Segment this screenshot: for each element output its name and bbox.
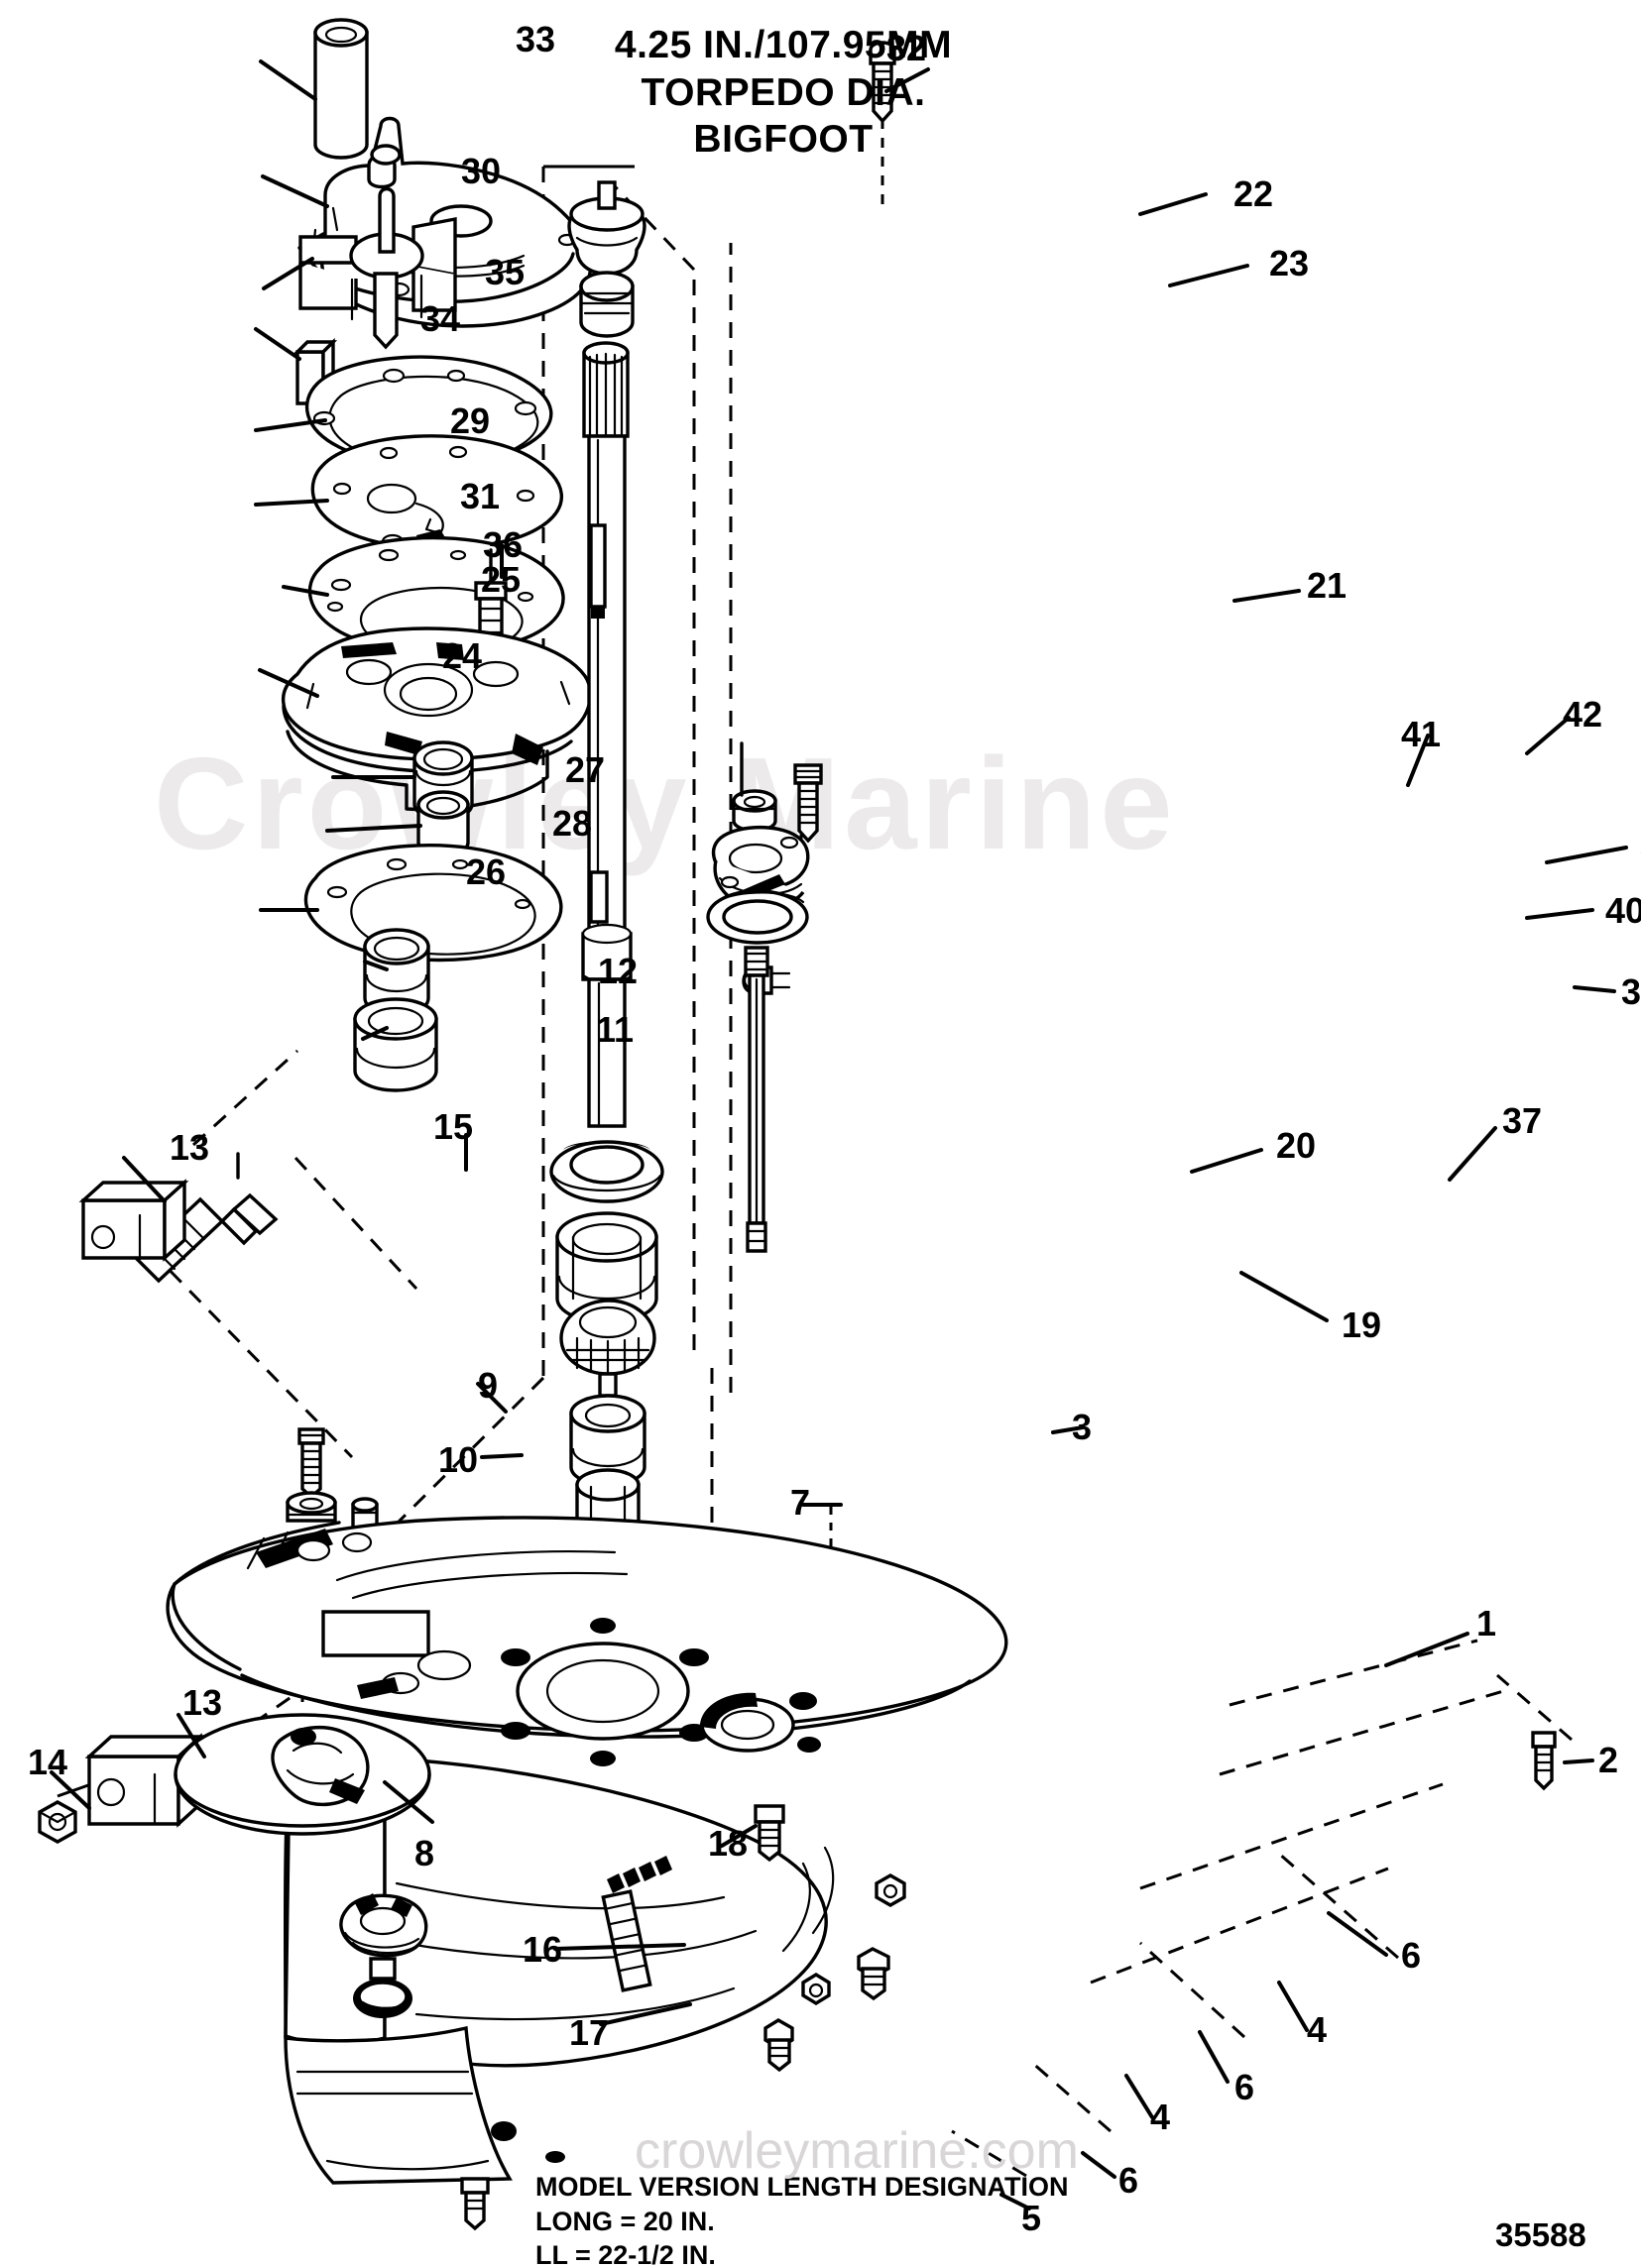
callout-tapered-bearing: 20 xyxy=(1276,1125,1317,1166)
part-22-bearing xyxy=(567,180,646,276)
part-4-screw-b xyxy=(763,2018,794,2073)
part-2-screw xyxy=(1531,1731,1557,1791)
callout-bushing: 28 xyxy=(552,803,593,844)
part-1-gear-housing xyxy=(166,1516,1008,2185)
callout-dowel-pin: 7 xyxy=(790,1482,811,1523)
part-34-impeller-key xyxy=(293,337,338,408)
callout-washer: 6 xyxy=(1234,2067,1255,2107)
callout-bearing: 22 xyxy=(1233,173,1274,214)
part-8-trim-plate xyxy=(174,1713,431,1836)
watermark-url: crowleymarine.com xyxy=(635,2122,1079,2180)
callout-oil-pump-body: 24 xyxy=(442,635,483,676)
callout-impeller-key: 34 xyxy=(420,298,461,339)
part-11-oil-seal xyxy=(353,997,438,1092)
callout-water-pump-body: 30 xyxy=(461,151,502,191)
callout-washer: 6 xyxy=(1118,2160,1139,2201)
part-23-spacer xyxy=(579,271,635,338)
part-tapered-roller-bearing xyxy=(559,1299,656,1398)
part-37-shift-shaft xyxy=(744,946,769,1253)
callout-tube: 33 xyxy=(516,19,556,59)
notes-heading: MODEL VERSION LENGTH DESIGNATION xyxy=(535,2172,1069,2202)
callout-screw: 4 xyxy=(1307,2009,1328,2050)
callout-fastener: 2 xyxy=(1598,1740,1619,1780)
callout-washer: 41 xyxy=(1401,714,1442,754)
part-10-washer xyxy=(286,1491,337,1523)
callout-oil-seal: 12 xyxy=(598,951,639,991)
callout-spacer: 23 xyxy=(1269,243,1310,284)
title-line-3: BIGFOOT xyxy=(693,118,874,162)
part-31-face-plate xyxy=(310,434,564,551)
part-25-gasket xyxy=(307,535,565,654)
callout-oil-seal: 11 xyxy=(596,1009,635,1050)
part-12-oil-seal xyxy=(363,928,430,1017)
callout-vent-screw: 18 xyxy=(708,1823,749,1864)
part-3-pinion-adapter xyxy=(569,1394,646,1621)
callout-washer: 10 xyxy=(438,1439,479,1480)
callout-screw: 32 xyxy=(886,28,927,68)
part-33-tube xyxy=(313,18,369,160)
part-6-washer-b xyxy=(801,1973,831,2005)
part-38-cotter-pin xyxy=(742,965,791,995)
callout-sealing-washer: 17 xyxy=(569,2012,610,2053)
callout-drive-shaft: 21 xyxy=(1307,565,1348,606)
sheet-number: 35588 xyxy=(1495,2216,1586,2253)
watermark-crowley-marine: Crowley Marine xyxy=(154,731,1177,876)
notes-line-2: LL = 22-1/2 IN. xyxy=(535,2240,716,2268)
callout-screw: 9 xyxy=(478,1365,499,1406)
callout-gasket: 25 xyxy=(481,559,522,600)
callout-pinion-nut: 3 xyxy=(1072,1407,1093,1447)
callout-impeller: 35 xyxy=(485,252,526,292)
callout-gasket: 26 xyxy=(466,851,507,892)
callout-screw: 36 xyxy=(483,524,524,565)
part-6-washer-c xyxy=(491,2121,517,2141)
part-5-screw xyxy=(460,2177,490,2231)
callout-bearing-race: 19 xyxy=(1342,1304,1382,1345)
notes-line-1: LONG = 20 IN. xyxy=(535,2206,715,2236)
part-13-anode-upper xyxy=(78,1179,189,1262)
part-7-dowel-pin xyxy=(351,1497,379,1546)
part-6-washer-a xyxy=(875,1873,906,1907)
part-4-screw-a xyxy=(857,1947,890,2001)
part-16-drain-screw xyxy=(339,1893,428,1981)
part-18-vent-screw xyxy=(754,1804,785,1863)
part-15-bolt xyxy=(134,1152,279,1284)
callout-gear-housing: 1 xyxy=(1476,1603,1497,1644)
callout-cotter-pin: 38 xyxy=(1621,971,1641,1012)
part-13-anode-lower xyxy=(84,1733,205,1828)
part-19-bearing-cup xyxy=(555,1211,658,1324)
callout-washer: 6 xyxy=(1401,1935,1422,1976)
callout-o-ring: 40 xyxy=(1605,890,1641,931)
title-line-2: TORPEDO DIA. xyxy=(641,70,926,114)
callout-screw: 4 xyxy=(1150,2097,1171,2137)
part-9-screw xyxy=(297,1427,325,1500)
callout-anode: 13 xyxy=(170,1127,210,1168)
model-version-notes: MODEL VERSION LENGTH DESIGNATION LONG = … xyxy=(535,2170,1069,2268)
callout-bushing: 27 xyxy=(565,749,606,790)
callout-bolt: 15 xyxy=(433,1106,474,1147)
callout-drain-screw: 16 xyxy=(523,1929,563,1970)
part-40-o-ring xyxy=(706,889,809,945)
part-29-gasket xyxy=(304,355,553,466)
part-20-bearing-race xyxy=(549,1140,664,1203)
part-14-nut xyxy=(38,1800,77,1844)
part-17-sealing-washer xyxy=(353,1979,412,2018)
callout-screw: 5 xyxy=(1021,2198,1042,2238)
title-line-1: 4.25 IN./107.95MM xyxy=(614,24,953,66)
callout-screw: 42 xyxy=(1563,694,1603,735)
callout-trim-tab-plate: 8 xyxy=(414,1833,435,1873)
callout-nut: 14 xyxy=(28,1742,68,1782)
part-30-water-pump-body xyxy=(297,116,593,328)
callout-face-plate: 31 xyxy=(460,476,501,516)
callout-gasket: 29 xyxy=(450,400,491,441)
diagram-title: 4.25 IN./107.95MM TORPEDO DIA. BIGFOOT xyxy=(585,22,982,164)
callout-anode: 13 xyxy=(182,1682,223,1723)
callout-shift-shaft: 37 xyxy=(1502,1100,1543,1141)
